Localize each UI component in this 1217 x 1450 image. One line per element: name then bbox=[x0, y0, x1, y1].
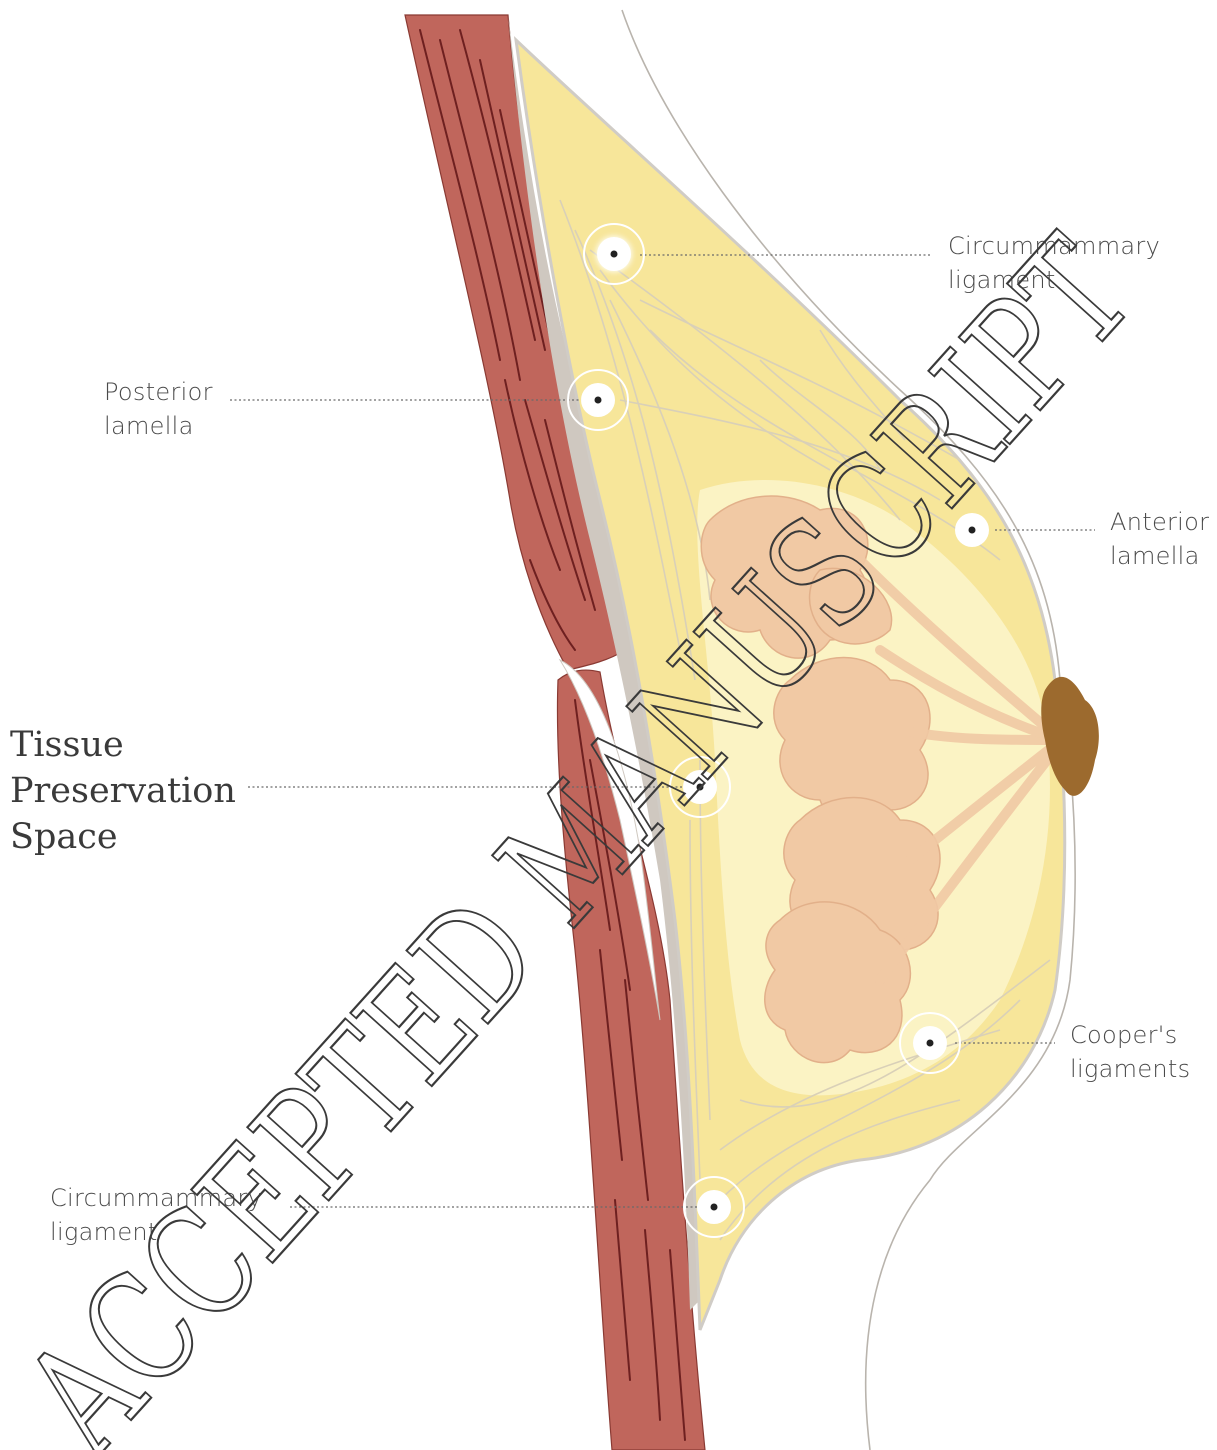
label-tissue-3: Space bbox=[10, 817, 118, 857]
label-anterior-1: Anterior bbox=[1110, 508, 1209, 536]
label-posterior-1: Posterior bbox=[104, 378, 213, 406]
label-tissue-1: Tissue bbox=[10, 725, 124, 765]
label-coopers-1: Cooper's bbox=[1070, 1021, 1178, 1049]
label-tissue-2: Preservation bbox=[10, 771, 236, 811]
label-posterior-2: lamella bbox=[104, 412, 194, 440]
label-coopers-2: ligaments bbox=[1070, 1055, 1190, 1083]
label-anterior-2: lamella bbox=[1110, 542, 1200, 570]
